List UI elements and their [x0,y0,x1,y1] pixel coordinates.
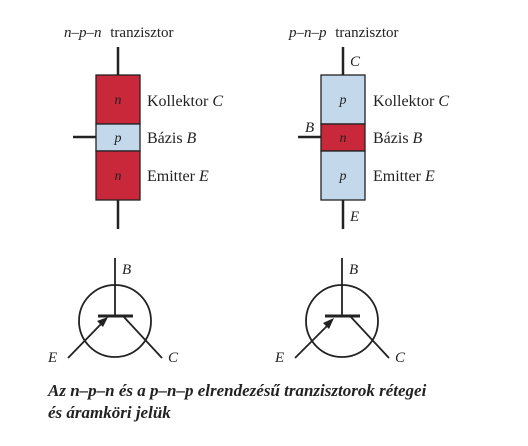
caption-line-2: és áramköri jelük [48,403,171,422]
npn-title: n–p–n tranzisztor [64,25,174,41]
pnp-symbol: B E C [274,258,406,366]
npn-emitter-letter: n [115,169,122,184]
pnp-title-word: tranzisztor [335,25,398,41]
npn-symbol-collector-line [122,315,163,359]
pnp-emitter-arrow [323,318,334,329]
npn-base-letter: p [114,131,122,146]
pnp-symbol-emitter-line [294,325,328,359]
npn-base-layer [95,123,141,152]
pnp-base-layer [320,123,366,152]
pnp-base-label: Bázis B [373,130,423,147]
npn-title-type: n–p–n [64,25,102,41]
figure-caption: Az n–p–n és a p–n–p elrendezésű tranzisz… [48,380,518,424]
pnp-lead-b: B [305,120,314,136]
npn-symbol-e: E [47,350,57,366]
npn-title-word: tranzisztor [110,25,173,41]
pnp-base-letter: n [340,131,347,146]
caption-line-1: Az n–p–n és a p–n–p elrendezésű tranzisz… [48,381,427,400]
pnp-symbol-e: E [274,350,284,366]
npn-emitter-label: Emitter E [147,168,209,185]
pnp-lead-e: E [349,209,359,225]
pnp-emitter-letter: p [339,169,347,184]
npn-emitter-layer [95,150,141,201]
pnp-symbol-c: C [395,350,406,366]
npn-symbol-emitter-line [67,322,103,359]
npn-collector-label: Kollektor C [147,93,223,110]
npn-symbol: B E C [47,258,179,366]
pnp-lead-c: C [350,54,361,70]
npn-collector-layer [95,74,141,125]
pnp-collector-label: Kollektor C [373,93,449,110]
npn-layer-stack: n p n [95,74,141,201]
pnp-collector-letter: p [339,93,347,108]
npn-symbol-b: B [122,262,131,278]
pnp-title: p–n–p tranzisztor [288,25,399,41]
npn-emitter-arrow [97,317,108,327]
pnp-layer-stack: p n p [320,74,366,201]
npn-symbol-c: C [168,350,179,366]
pnp-symbol-collector-line [349,315,390,359]
pnp-emitter-label: Emitter E [373,168,435,185]
pnp-title-type: p–n–p [288,25,327,41]
pnp-symbol-b: B [349,262,358,278]
npn-collector-letter: n [115,93,122,108]
npn-base-label: Bázis B [147,130,197,147]
pnp-emitter-layer [320,150,366,201]
